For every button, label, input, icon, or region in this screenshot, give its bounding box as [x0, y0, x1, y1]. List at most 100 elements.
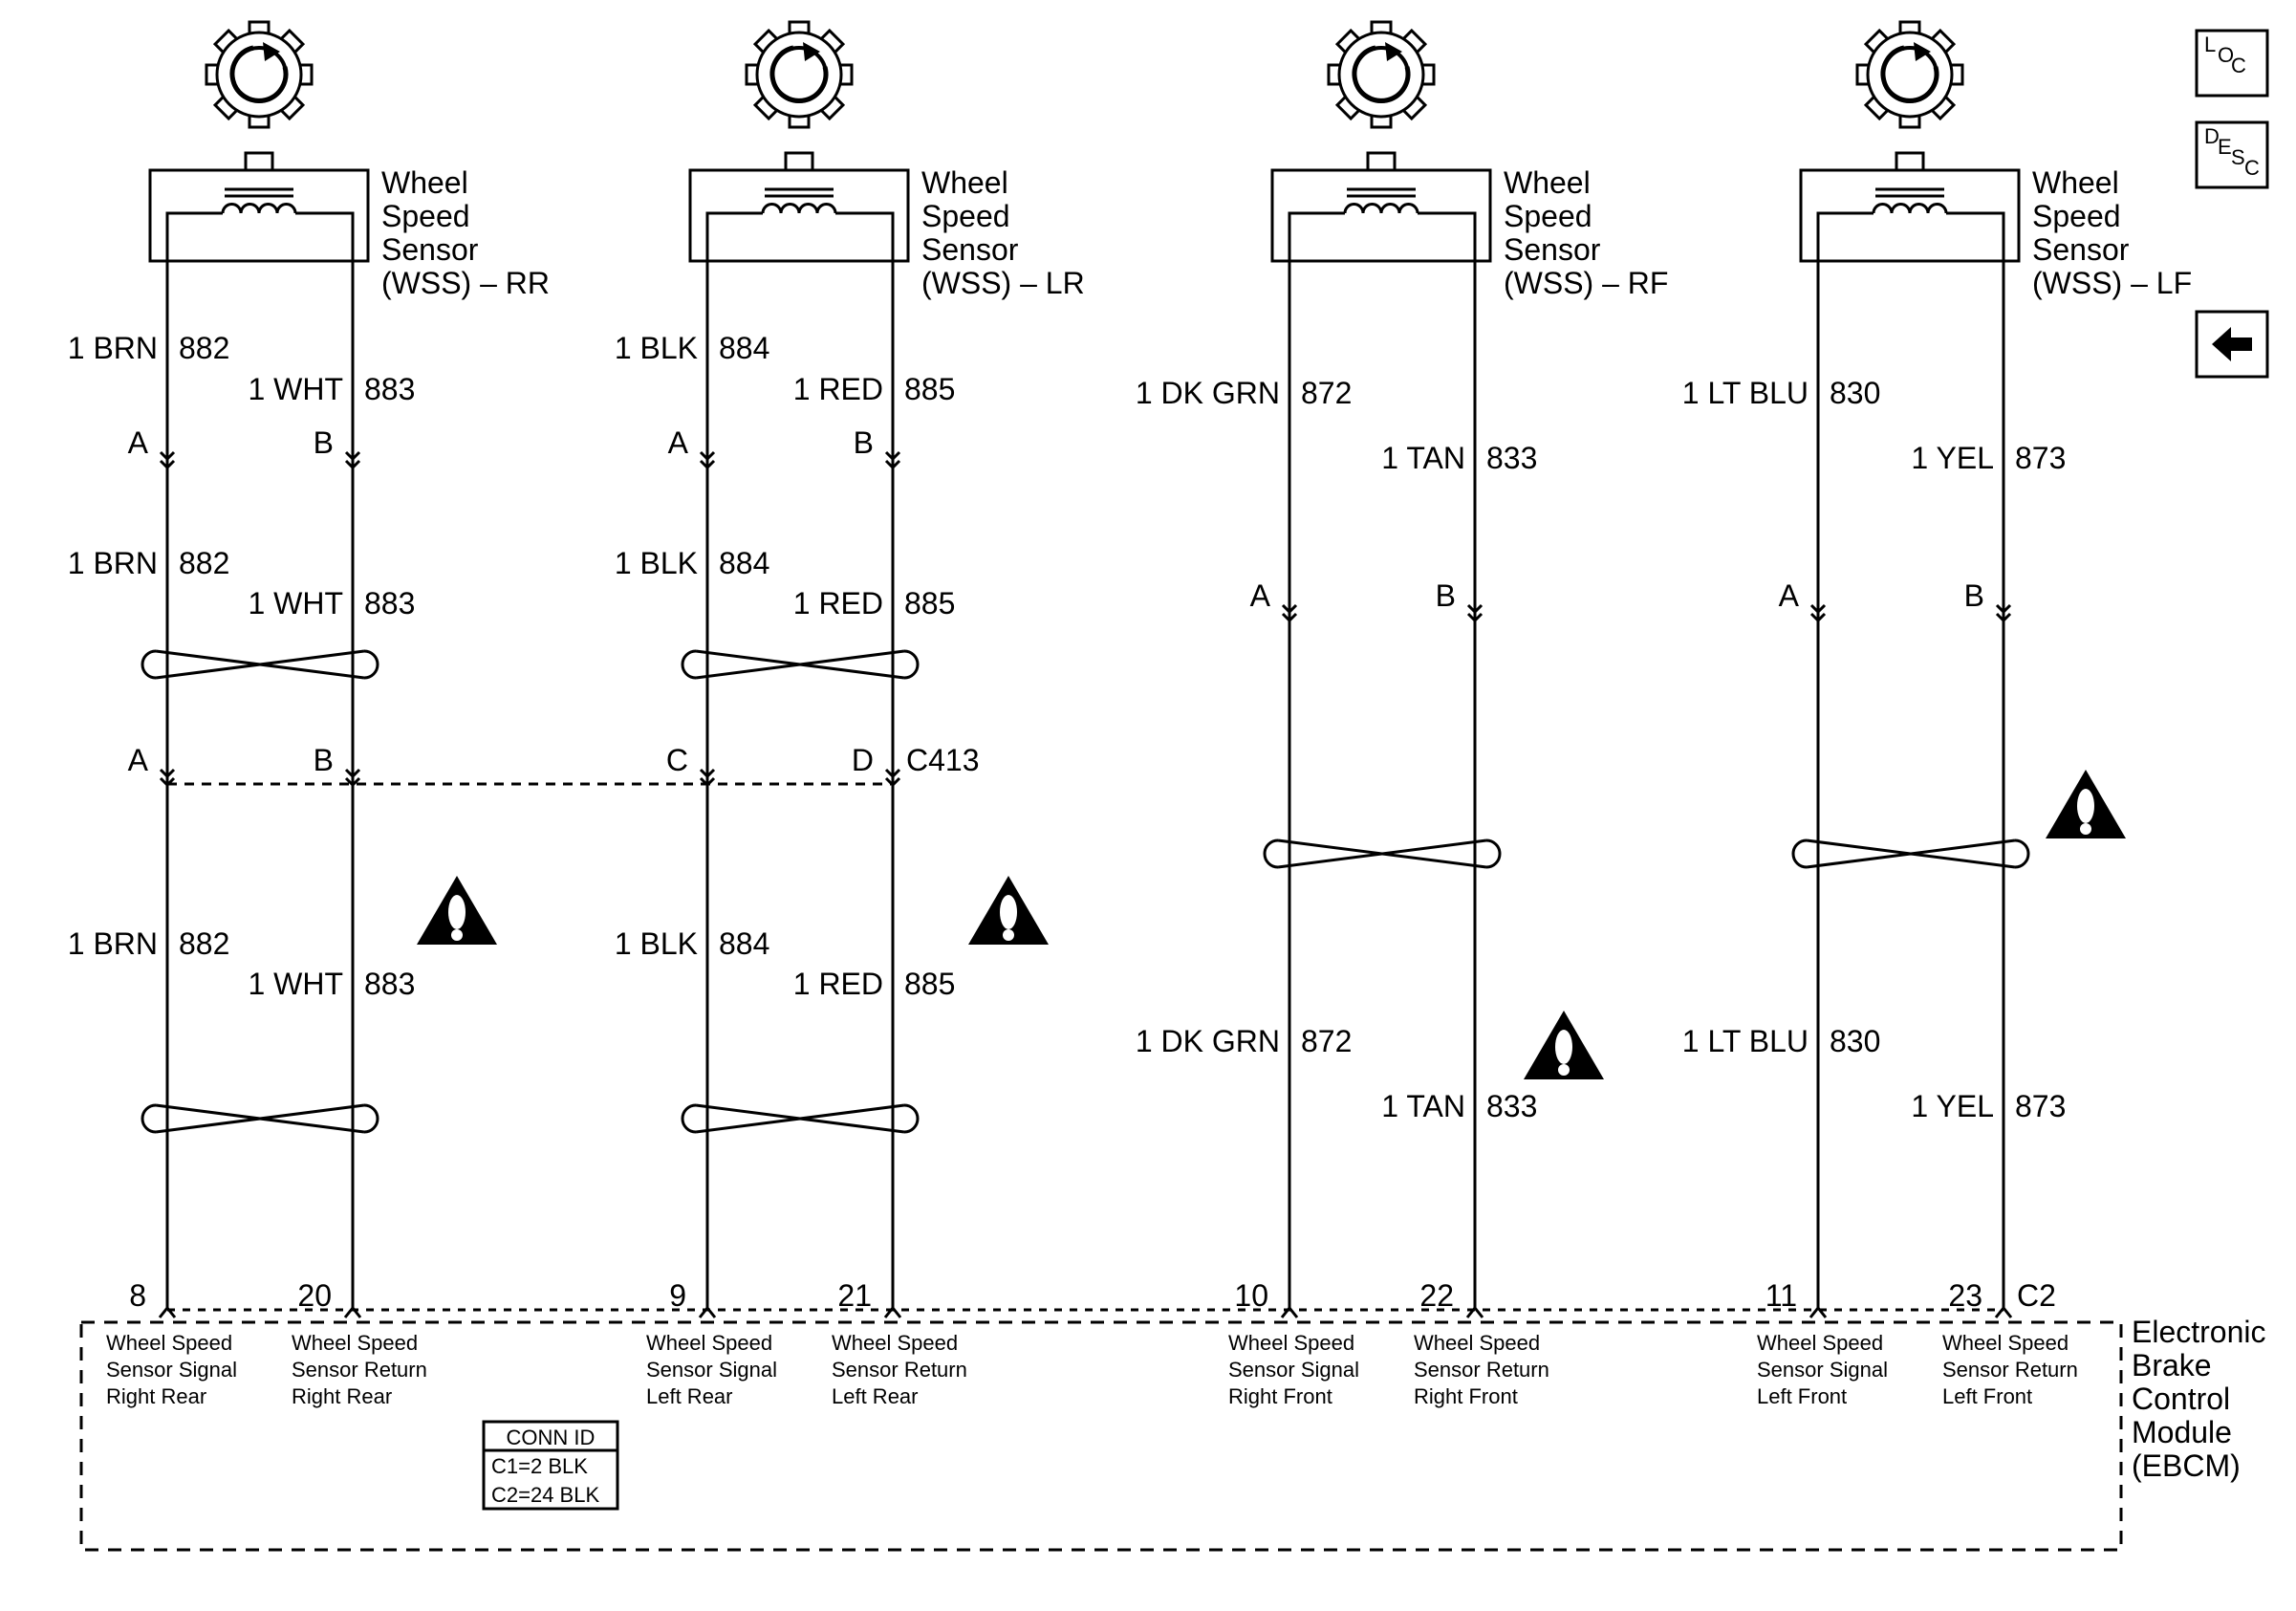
- sensor-internal-wire: [705, 211, 895, 261]
- connector-chevron: [699, 768, 716, 788]
- desc-button-letter: E: [2218, 135, 2232, 159]
- sensor-name-label: Wheel: [921, 165, 1008, 200]
- wire-circuit-label: 884: [719, 926, 769, 961]
- twist-end: [1791, 838, 1808, 869]
- wire-circuit-label: 873: [2015, 1089, 2066, 1123]
- sensor-name-label: (WSS) – LF: [2032, 266, 2192, 300]
- connector-chevron: [884, 450, 901, 470]
- module-pin-description: Wheel Speed: [832, 1331, 958, 1355]
- wire-color-label: 1 RED: [793, 586, 883, 620]
- sensor-name-label: Wheel: [381, 165, 468, 200]
- inline-connector-pin: B: [314, 743, 334, 777]
- tone-wheel-icon: [205, 20, 314, 129]
- inline-connector-pin: D: [852, 743, 874, 777]
- module-name-label: Brake: [2132, 1348, 2212, 1382]
- module-pin-description: Wheel Speed: [106, 1331, 232, 1355]
- wire-color-label: 1 BLK: [615, 926, 698, 961]
- tone-wheel-icon: [1327, 20, 1436, 129]
- module-pin-number: 10: [1234, 1278, 1268, 1313]
- rotation-arrowhead: [263, 42, 280, 61]
- caution-dot: [2080, 823, 2091, 835]
- desc-button-frame[interactable]: [2195, 120, 2269, 189]
- sensor-connector-pin: B: [1436, 578, 1456, 613]
- tone-wheel-rim: [1866, 31, 1954, 119]
- rotation-arrowhead: [1385, 42, 1402, 61]
- module-pin-description: Sensor Signal: [1228, 1358, 1359, 1382]
- sensor-connector-pin: B: [1964, 578, 1984, 613]
- sensor-coil: [221, 203, 297, 214]
- wire-circuit-label: 884: [719, 331, 769, 365]
- wire-circuit-label: 830: [1830, 1024, 1880, 1058]
- twist-end: [681, 649, 697, 680]
- module-pin-description: Left Front: [1757, 1384, 1847, 1408]
- wire-color-label: 1 BRN: [68, 546, 158, 580]
- tone-wheel-icon: [1855, 20, 1964, 129]
- module-pin-number: 22: [1419, 1278, 1454, 1313]
- caution-mark: [2077, 789, 2094, 823]
- back-arrow[interactable]: [2212, 327, 2252, 361]
- sensor-connector-pin: A: [128, 425, 149, 460]
- twisted-pair-symbol: [681, 1103, 920, 1134]
- wire-circuit-label: 833: [1486, 441, 1537, 475]
- twist-end: [903, 1103, 920, 1134]
- sensor-name-label: Speed: [921, 199, 1010, 233]
- sensor-internal-wire: [1816, 211, 2005, 261]
- tone-wheel-rim: [1337, 31, 1425, 119]
- caution-triangle-icon: [968, 876, 1049, 945]
- module-pin-description: Right Rear: [292, 1384, 392, 1408]
- conn-id-text: CONN ID: [507, 1426, 596, 1449]
- loc-button-frame[interactable]: [2195, 29, 2269, 98]
- sensor-name-label: Speed: [2032, 199, 2121, 233]
- twisted-pair-symbol: [1791, 838, 2030, 869]
- sensor-coil: [1343, 203, 1419, 214]
- desc-button-letter: C: [2244, 156, 2260, 180]
- module-pin-number: 21: [837, 1278, 872, 1313]
- twist-end: [363, 649, 379, 680]
- wire-color-label: 1 LT BLU: [1682, 1024, 1809, 1058]
- connector-chevron: [1809, 603, 1827, 623]
- wire-color-label: 1 TAN: [1381, 441, 1465, 475]
- module-pin-description: Wheel Speed: [1414, 1331, 1540, 1355]
- twist-cross: [695, 649, 905, 680]
- connector-chevron: [159, 768, 176, 788]
- rotation-arrowhead: [1914, 42, 1931, 61]
- rotation-arc: [229, 45, 289, 103]
- sensor-body: [148, 168, 370, 263]
- sensor-connector-pin: B: [854, 425, 874, 460]
- sensor-shaft: [244, 151, 274, 172]
- wire-color-label: 1 RED: [793, 967, 883, 1001]
- module-pin-number: 8: [129, 1278, 146, 1313]
- twist-end: [1485, 838, 1502, 869]
- inline-connector-id: C413: [906, 743, 980, 777]
- caution-mark: [448, 895, 466, 929]
- caution-triangle-icon: [1524, 1011, 1604, 1079]
- inline-connector-pin: C: [666, 743, 688, 777]
- conn-id-box: [482, 1420, 619, 1511]
- left-arrow-icon[interactable]: [2195, 310, 2269, 379]
- sensor-name-label: Speed: [381, 199, 470, 233]
- module-pin-description: Right Front: [1228, 1384, 1332, 1408]
- module-pin-description: Left Rear: [646, 1384, 733, 1408]
- twist-end: [2014, 838, 2030, 869]
- twisted-pair-symbol: [1263, 838, 1502, 869]
- wire-color-label: 1 WHT: [248, 967, 343, 1001]
- desc-button-letter: D: [2204, 124, 2220, 148]
- module-pin-mark: [1465, 1305, 1484, 1318]
- connector-chevron: [1466, 603, 1484, 623]
- wire-color-label: 1 YEL: [1911, 1089, 1994, 1123]
- caution-triangle-icon: [417, 876, 497, 945]
- module-pin-description: Right Front: [1414, 1384, 1518, 1408]
- wire-circuit-label: 883: [364, 967, 415, 1001]
- sensor-name-label: (WSS) – RR: [381, 266, 550, 300]
- sensor-connector-pin: A: [1779, 578, 1800, 613]
- module-name-label: Electronic: [2132, 1315, 2266, 1349]
- sensor-connector-pin: B: [314, 425, 334, 460]
- sensor-coil: [1872, 203, 1948, 214]
- wire-circuit-label: 882: [179, 331, 229, 365]
- module-pin-description: Wheel Speed: [292, 1331, 418, 1355]
- sensor-body: [1270, 168, 1492, 263]
